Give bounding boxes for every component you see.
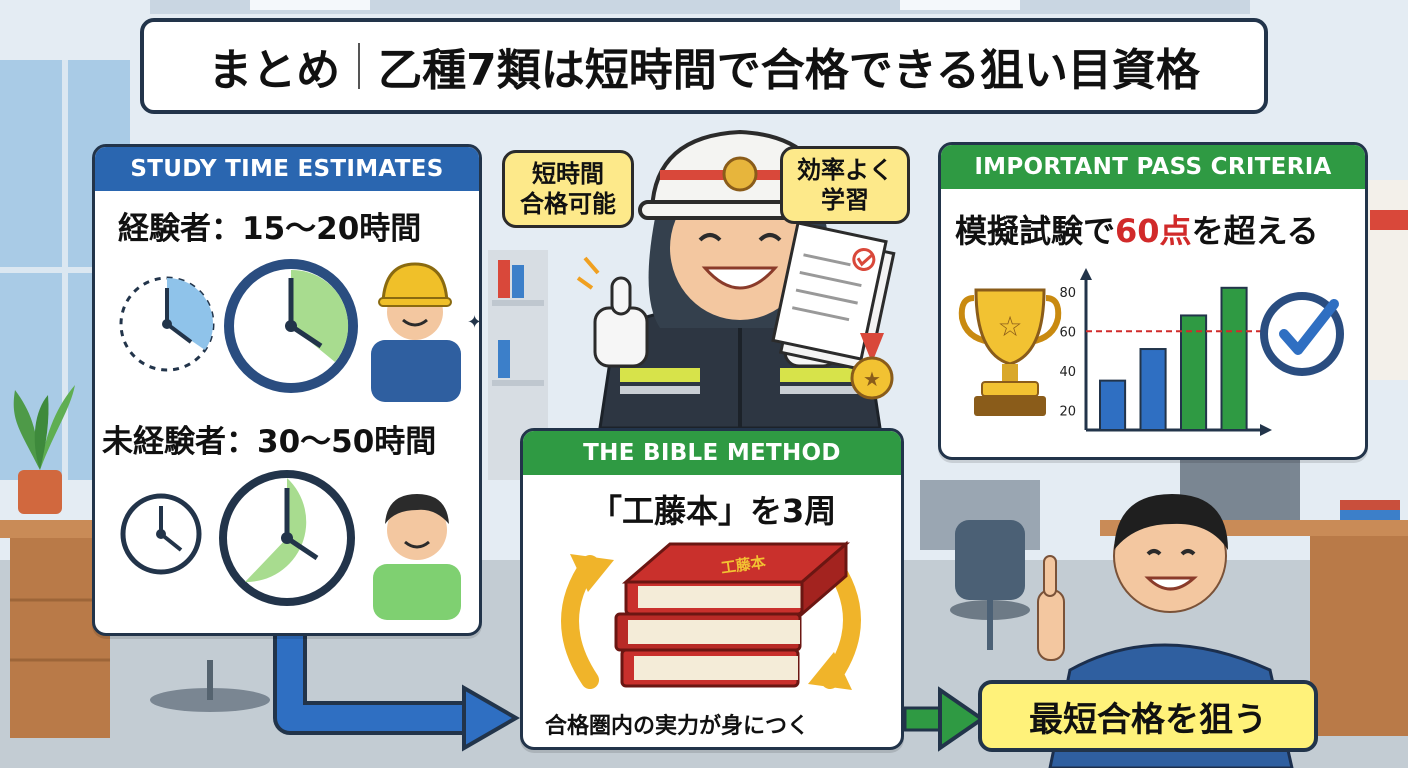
- chart-bar: [1220, 286, 1248, 431]
- bubble-efficient: 効率よく 学習: [780, 146, 910, 224]
- svg-text:✦: ✦: [467, 312, 479, 333]
- chart-y-tick-label: 80: [1059, 286, 1076, 301]
- pass-criteria-text: 模擬試験で60点を超える: [955, 206, 1319, 252]
- chart-y-tick-label: 60: [1059, 325, 1076, 340]
- large-clock-icon: [219, 470, 355, 606]
- small-clock-icon: [120, 493, 202, 575]
- bible-method-text: 「工藤本」を3周: [590, 492, 837, 530]
- pass-criteria-header: IMPORTANT PASS CRITERIA: [941, 145, 1365, 189]
- bubble-short-time-text: 短時間 合格可能: [520, 160, 616, 218]
- criteria-text-before: 模擬試験で: [955, 212, 1116, 250]
- chart-bar: [1139, 348, 1167, 431]
- chart-y-arrow: [1080, 268, 1092, 280]
- title-bar: まとめ 乙種7類は短時間で合格できる狙い目資格: [140, 18, 1268, 114]
- title-divider: [358, 43, 361, 89]
- large-clock-icon: [224, 259, 358, 393]
- chart-bar: [1180, 314, 1208, 432]
- svg-text:☆: ☆: [997, 310, 1022, 343]
- inexperienced-hours: 未経験者：30〜50時間: [102, 424, 437, 460]
- criteria-text-after: を超える: [1191, 212, 1319, 250]
- study-time-header: STUDY TIME ESTIMATES: [95, 147, 479, 191]
- svg-text:★: ★: [863, 367, 881, 391]
- inexperienced-clocks: [120, 470, 461, 620]
- pass-criteria-visual: ☆ 20 40 60 80: [958, 268, 1344, 436]
- books-cycle-visual: 工藤本: [561, 540, 861, 690]
- chart-y-tick-label: 20: [1059, 404, 1076, 419]
- bubble-efficient-text: 効率よく 学習: [797, 156, 893, 214]
- chart-y-tick-label: 40: [1059, 365, 1076, 380]
- chart-x-arrow: [1260, 424, 1272, 436]
- bible-method-header: THE BIBLE METHOD: [523, 431, 901, 475]
- experienced-worker-icon: ✦: [371, 262, 479, 402]
- goal-box: 最短合格を狙う: [978, 680, 1318, 752]
- trophy-icon: ☆: [958, 288, 1062, 416]
- bubble-short-time: 短時間 合格可能: [502, 150, 634, 228]
- small-clock-icon: [119, 276, 215, 372]
- bible-method-caption: 合格圏内の実力が身につく: [545, 714, 810, 739]
- chart-bar: [1099, 379, 1127, 431]
- experienced-clocks: ✦: [119, 259, 479, 402]
- cycle-arrow-left-icon: [561, 554, 614, 689]
- check-circle-icon: [1260, 292, 1344, 376]
- book-stack-icon: 工藤本: [614, 540, 851, 688]
- experienced-hours: 経験者：15〜20時間: [118, 211, 422, 247]
- title-left: まとめ: [208, 45, 341, 96]
- title-main: 乙種7類は短時間で合格できる狙い目資格: [378, 45, 1200, 96]
- score-bar-chart: 20 40 60 80: [1059, 268, 1272, 436]
- beginner-person-icon: [373, 494, 461, 620]
- firefighter-mascot: ★: [576, 129, 896, 428]
- criteria-highlight: 60点: [1115, 212, 1192, 250]
